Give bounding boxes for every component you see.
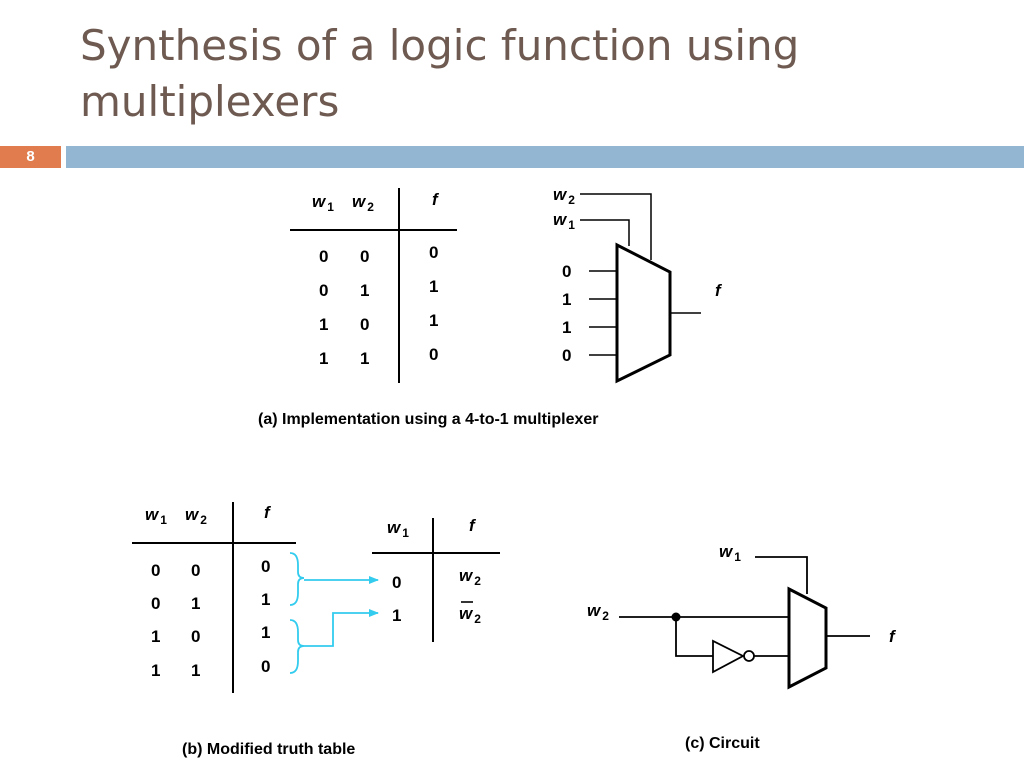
grouping-arrows: [289, 552, 379, 674]
mux-a-output-f: f: [715, 281, 723, 300]
table-b-r2-f: 1: [261, 623, 270, 642]
table-b-r3-f: 0: [261, 657, 270, 676]
table-a-r2-f: 1: [429, 311, 438, 330]
brace-bottom: [289, 619, 305, 674]
table-a-r0-w1: 0: [319, 247, 328, 266]
table-a-r3-f: 0: [429, 345, 438, 364]
table-b-r2-w2: 0: [191, 627, 200, 646]
not-gate: [712, 639, 745, 674]
table-a-r2-w2: 0: [360, 315, 369, 334]
table-b-r1-f: 1: [261, 590, 270, 609]
table-b-r1-w1: 0: [151, 594, 160, 613]
table-a-r3-w1: 1: [319, 349, 328, 368]
mux-a-input-3: 0: [562, 346, 571, 365]
header-band: [66, 146, 1024, 168]
slide-title-line-2: multiplexers: [80, 77, 340, 126]
circuit-select-wire: [755, 556, 808, 594]
table-a-r0-w2: 0: [360, 247, 369, 266]
table-a-r1-f: 1: [429, 277, 438, 296]
caption-a: (a) Implementation using a 4-to-1 multip…: [258, 411, 599, 428]
table-b-header-f: f: [264, 503, 272, 522]
circuit-branch-wire: [675, 617, 713, 657]
reduced-r1-w1: 1: [392, 606, 401, 625]
reduced-header-f: f: [469, 516, 477, 535]
slide-title-line-1: Synthesis of a logic function using: [80, 21, 800, 70]
mux-a-input-1: 1: [562, 290, 571, 309]
mux-a-body: [615, 242, 672, 384]
table-b-r0-f: 0: [261, 557, 270, 576]
table-a-r0-f: 0: [429, 243, 438, 262]
caption-b: (b) Modified truth table: [182, 741, 355, 758]
table-b-r1-w2: 1: [191, 594, 200, 613]
table-a-r1-w2: 1: [360, 281, 369, 300]
page-number-badge: 8: [0, 146, 61, 168]
table-a-header-f: f: [432, 190, 440, 209]
table-a-r2-w1: 1: [319, 315, 328, 334]
table-a-r1-w1: 0: [319, 281, 328, 300]
mux-a-input-0: 0: [562, 262, 571, 281]
slide-title: Synthesis of a logic function using mult…: [80, 18, 980, 130]
mux-a-input-2: 1: [562, 318, 571, 337]
table-b-r2-w1: 1: [151, 627, 160, 646]
table-b-r0-w1: 0: [151, 561, 160, 580]
table-a-r3-w2: 1: [360, 349, 369, 368]
reduced-r0-w1: 0: [392, 573, 401, 592]
not-gate-bubble: [743, 650, 755, 662]
caption-c: (c) Circuit: [685, 735, 760, 752]
mux-a-select-w2-wire: [580, 193, 652, 260]
arrow-to-row-1: [304, 609, 379, 647]
brace-top: [289, 552, 305, 606]
mux-2to1-body: [787, 586, 828, 690]
circuit-output-f: f: [889, 627, 897, 646]
table-b-r3-w2: 1: [191, 661, 200, 680]
table-b-r3-w1: 1: [151, 661, 160, 680]
table-b-r0-w2: 0: [191, 561, 200, 580]
mux-a-select-w1-wire: [580, 219, 630, 246]
